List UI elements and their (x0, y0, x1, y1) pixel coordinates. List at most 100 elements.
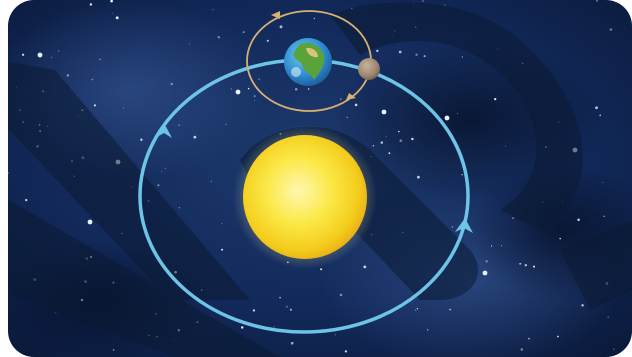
star (91, 78, 94, 81)
star (596, 0, 598, 2)
star (422, 0, 424, 2)
star (289, 308, 292, 311)
star (178, 124, 180, 126)
star (254, 100, 255, 102)
earth-cloud (291, 67, 301, 77)
star (505, 145, 507, 147)
star (485, 260, 488, 263)
bright-star (37, 52, 43, 58)
star (230, 88, 233, 90)
moon-orbit-arrow-icon (346, 93, 356, 100)
star (363, 265, 367, 269)
star (340, 98, 342, 100)
star (520, 348, 524, 351)
star (581, 304, 584, 307)
star (532, 265, 536, 268)
star (411, 137, 414, 141)
star (354, 103, 358, 107)
star (258, 78, 260, 81)
star (55, 312, 57, 314)
star (157, 184, 160, 187)
star (8, 172, 10, 174)
sun (243, 135, 367, 259)
star (500, 245, 503, 247)
star (112, 349, 115, 351)
star (372, 145, 375, 147)
star (524, 264, 527, 267)
star (320, 268, 323, 271)
star (339, 293, 343, 297)
star (252, 309, 256, 312)
star (461, 56, 463, 58)
star (266, 39, 269, 42)
star (294, 87, 298, 91)
star (123, 107, 124, 109)
star (613, 348, 615, 350)
star (416, 308, 419, 310)
star (240, 326, 244, 329)
star (247, 87, 250, 90)
star (346, 116, 348, 118)
star (112, 12, 114, 14)
star (614, 1, 616, 3)
star (398, 50, 402, 54)
bright-star (235, 89, 241, 95)
moon (358, 58, 380, 80)
star (490, 245, 493, 247)
star (189, 43, 191, 45)
star (140, 138, 143, 141)
star (603, 215, 605, 218)
bright-star (87, 219, 93, 225)
star (21, 53, 25, 56)
star (344, 350, 347, 353)
star (242, 31, 245, 34)
star (51, 56, 53, 58)
star (399, 139, 403, 143)
star (559, 237, 561, 240)
star (110, 0, 113, 3)
bright-star (444, 115, 450, 121)
star (334, 334, 336, 336)
star (210, 180, 212, 182)
star (519, 262, 522, 265)
star (557, 335, 559, 338)
star (25, 198, 28, 202)
star (398, 130, 400, 133)
star (193, 135, 197, 139)
star (279, 25, 283, 29)
star (253, 95, 256, 98)
star (178, 207, 180, 209)
star (9, 346, 12, 349)
star (66, 74, 70, 77)
star (444, 4, 446, 6)
star (388, 152, 391, 155)
star (290, 341, 294, 345)
star (380, 141, 384, 144)
star (93, 104, 97, 107)
star (115, 16, 119, 20)
star (449, 308, 451, 311)
star (170, 82, 173, 86)
star (221, 248, 224, 251)
star (217, 36, 220, 39)
earth-continents (293, 42, 325, 80)
star (607, 316, 609, 318)
star (89, 3, 93, 6)
star (385, 135, 387, 137)
star (423, 55, 426, 58)
star (456, 113, 458, 115)
star (415, 53, 418, 56)
star (212, 9, 214, 11)
star (279, 296, 281, 299)
orbit-arrow-icon (155, 123, 172, 138)
star (451, 226, 454, 228)
star (577, 218, 580, 222)
star (307, 88, 310, 90)
star (427, 329, 429, 331)
star (602, 182, 604, 184)
star (286, 305, 288, 308)
star (599, 114, 602, 117)
bright-star (381, 109, 387, 115)
star (273, 326, 275, 328)
